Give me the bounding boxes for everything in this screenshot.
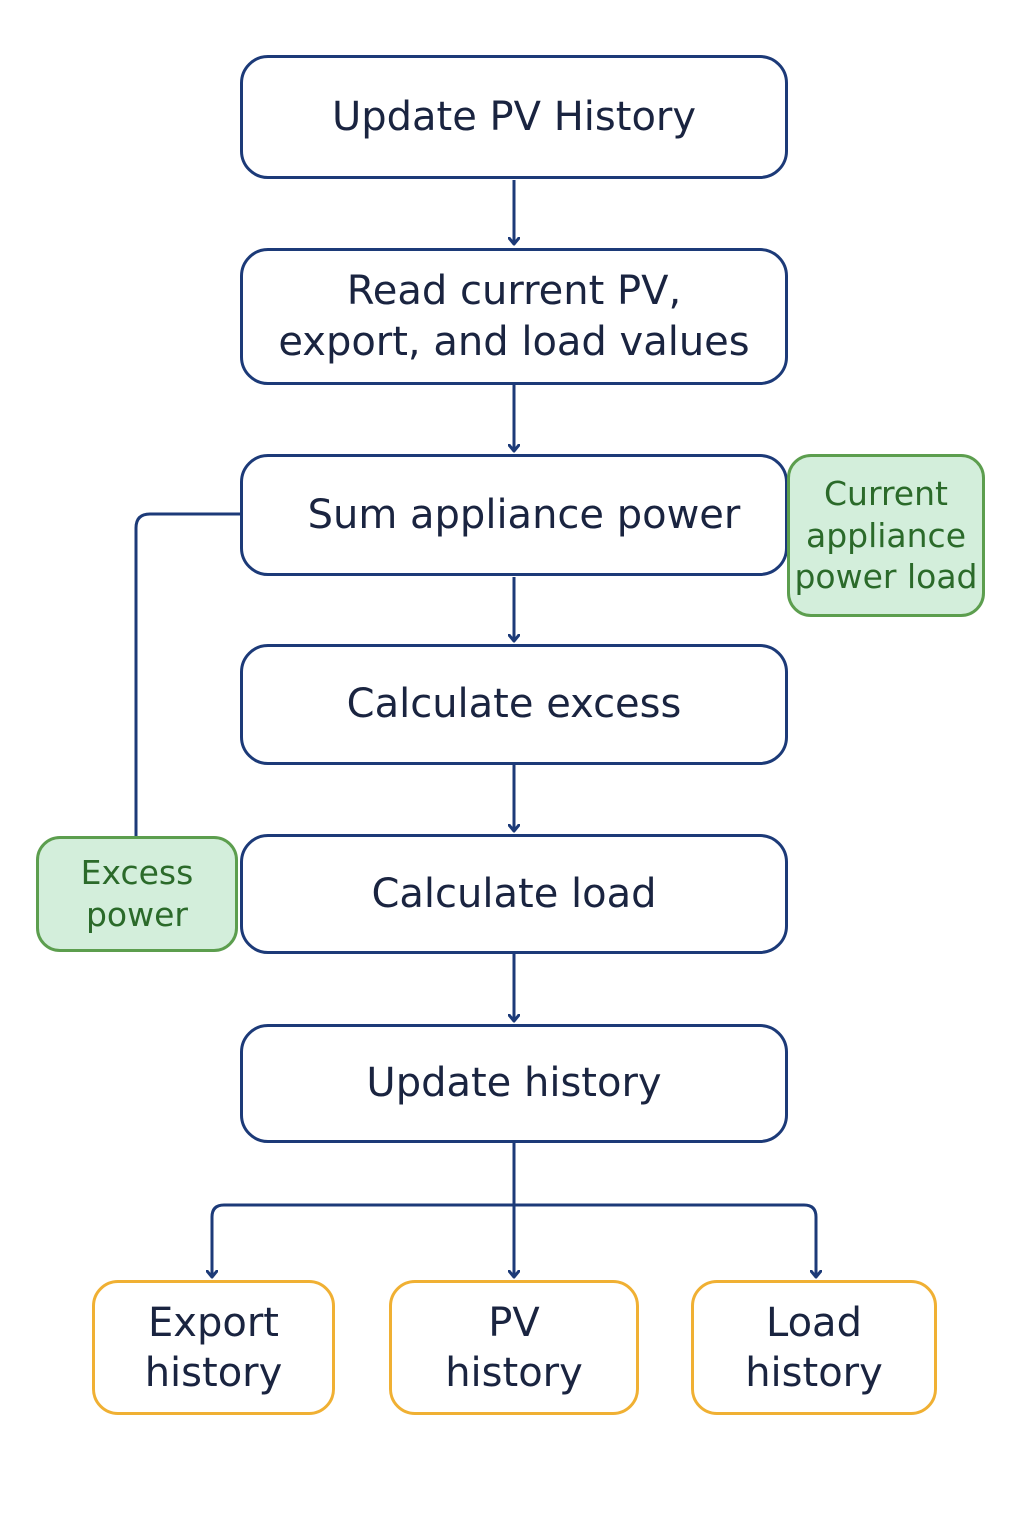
output-load-history: Load history [691, 1280, 937, 1415]
output-export-history: Export history [92, 1280, 335, 1415]
output-pv-history: PV history [389, 1280, 639, 1415]
note-current-appliance-power-load: Current appliance power load [787, 454, 985, 617]
step-update-pv-history: Update PV History [240, 55, 788, 179]
note-excess-power: Excess power [36, 836, 238, 952]
step-calculate-load: Calculate load [240, 834, 788, 954]
step-sum-appliance-power: Sum appliance power [240, 454, 788, 576]
step-read-current-values: Read current PV, export, and load values [240, 248, 788, 385]
arrow-update-history-to-export-history [212, 1203, 514, 1276]
step-calculate-excess: Calculate excess [240, 644, 788, 765]
arrow-update-history-to-load-history [514, 1203, 816, 1276]
step-update-history: Update history [240, 1024, 788, 1143]
connector-sum-power-to-excess-power [134, 512, 240, 836]
